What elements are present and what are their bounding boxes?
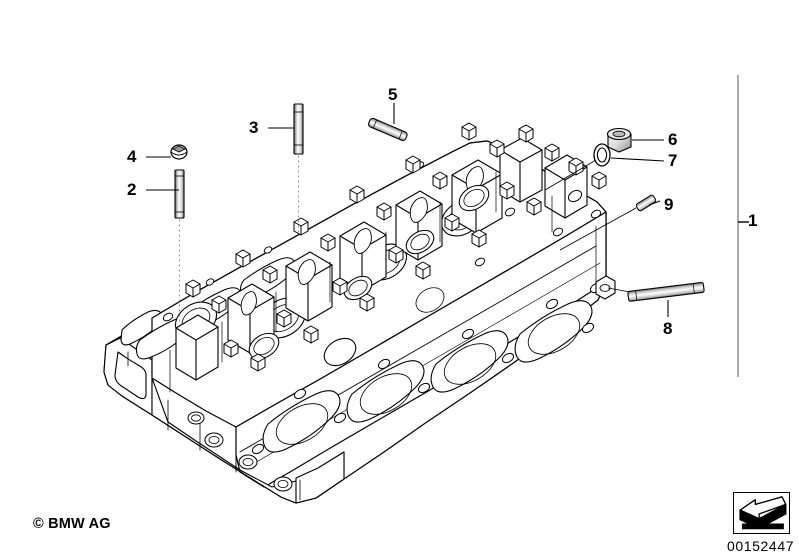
catalog-arrow-logo [733, 492, 790, 534]
callout-number-4[interactable]: 4 [127, 147, 137, 166]
part-7-gasket-ring [593, 143, 611, 167]
copyright-notice: © BMW AG [33, 516, 111, 532]
diagram-number: 00152447 [727, 538, 795, 554]
part-2-cylinder-head-bolt [174, 169, 185, 219]
callout-number-5[interactable]: 5 [388, 85, 398, 104]
arrow-icon [739, 496, 787, 530]
leader-8-extension [607, 287, 631, 293]
callout-number-8[interactable]: 8 [663, 319, 673, 338]
part-4-hex-nut [170, 144, 188, 160]
leader-lines [146, 103, 669, 317]
part-3-stud-bolt [293, 103, 304, 155]
cylinder-head-body [103, 122, 616, 504]
part-5-dowel-pin [368, 117, 408, 142]
part-6-sealing-plug [606, 127, 632, 153]
callout-number-1[interactable]: 1 [748, 211, 758, 230]
part-9-dowel-pin-small [635, 194, 657, 212]
leader-9 [648, 200, 661, 206]
leader-9-extension [559, 207, 637, 251]
callout-1-bracket [737, 75, 749, 377]
callout-number-2[interactable]: 2 [127, 180, 137, 199]
leader-7 [610, 157, 665, 162]
part-8-stud-bolt-long [627, 281, 705, 302]
alignment-dashed-lines [179, 155, 299, 323]
callout-number-3[interactable]: 3 [249, 118, 259, 137]
callout-number-7[interactable]: 7 [668, 151, 678, 170]
leader-7-extension [544, 159, 597, 191]
callout-number-9[interactable]: 9 [664, 195, 674, 214]
callout-number-6[interactable]: 6 [668, 130, 678, 149]
